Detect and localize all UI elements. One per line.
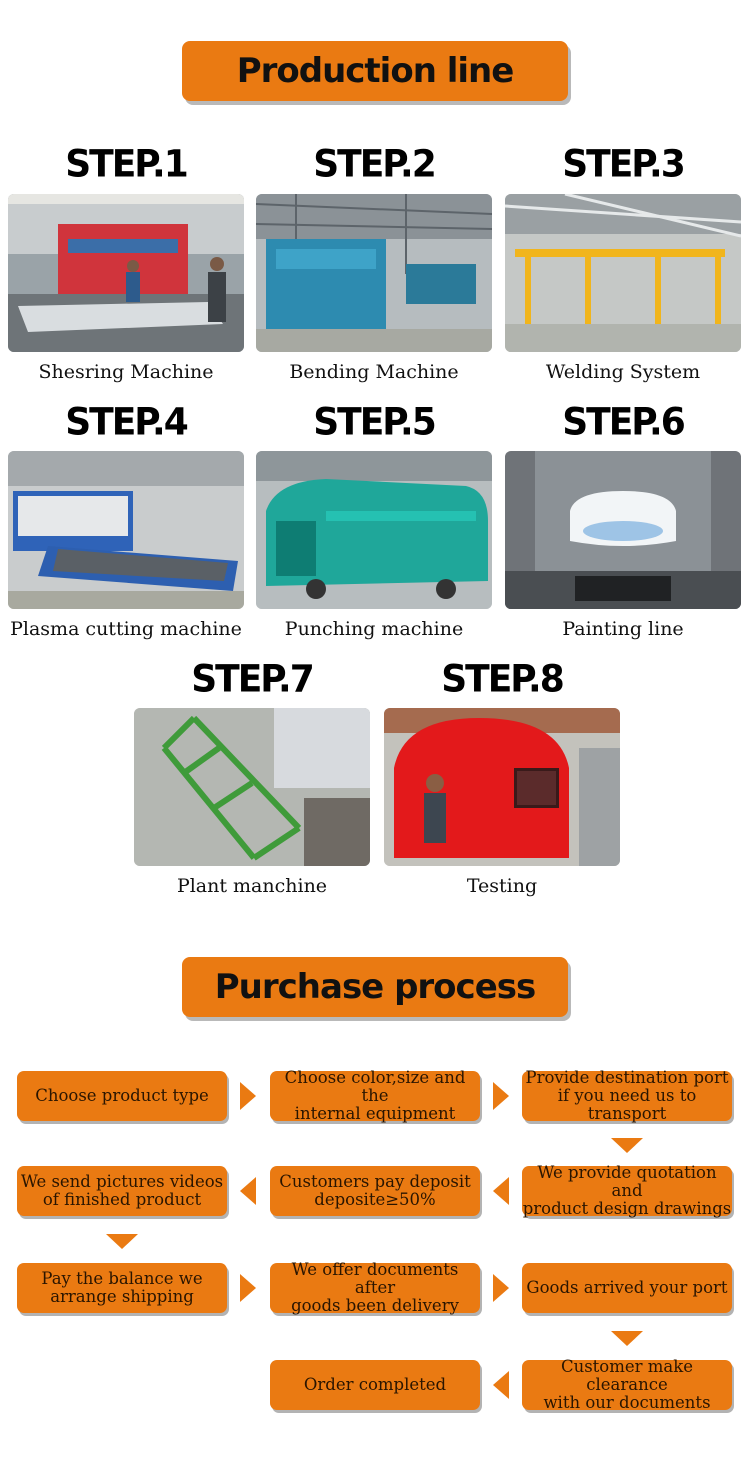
step-2-caption: Bending Machine bbox=[289, 361, 459, 383]
arrow-right-icon bbox=[240, 1082, 256, 1110]
step-5-photo bbox=[256, 451, 492, 609]
production-line-banner: Production line bbox=[182, 41, 568, 101]
step-7-title: STEP.7 bbox=[191, 657, 315, 702]
arrow-down-icon bbox=[611, 1138, 643, 1153]
arrow-left-icon bbox=[493, 1177, 509, 1205]
step-5-title: STEP.5 bbox=[313, 400, 437, 445]
arrow-down-icon bbox=[611, 1331, 643, 1346]
step-3-caption: Welding System bbox=[545, 361, 701, 383]
step-3-photo bbox=[505, 194, 741, 352]
arrow-right-icon bbox=[493, 1274, 509, 1302]
step-4-photo bbox=[8, 451, 244, 609]
step-2-photo bbox=[256, 194, 492, 352]
arrow-left-icon bbox=[240, 1177, 256, 1205]
step-7-photo bbox=[134, 708, 370, 866]
arrow-left-icon bbox=[493, 1371, 509, 1399]
step-6-photo bbox=[505, 451, 741, 609]
arrow-right-icon bbox=[493, 1082, 509, 1110]
process-choose-product-type: Choose product type bbox=[17, 1071, 227, 1121]
purchase-process-banner: Purchase process bbox=[182, 957, 568, 1017]
step-5-caption: Punching machine bbox=[284, 618, 464, 640]
step-6-caption: Painting line bbox=[562, 618, 684, 640]
step-6-title: STEP.6 bbox=[562, 400, 686, 445]
step-1-photo bbox=[8, 194, 244, 352]
arrow-down-icon bbox=[106, 1234, 138, 1249]
step-2-title: STEP.2 bbox=[313, 142, 437, 187]
step-1-title: STEP.1 bbox=[65, 142, 189, 187]
purchase-process-title: Purchase process bbox=[214, 967, 536, 1007]
step-3-title: STEP.3 bbox=[562, 142, 686, 187]
step-7-caption: Plant manchine bbox=[176, 875, 328, 897]
step-8-photo bbox=[384, 708, 620, 866]
step-4-title: STEP.4 bbox=[65, 400, 189, 445]
process-order-completed: Order completed bbox=[270, 1360, 480, 1410]
step-1-caption: Shesring Machine bbox=[38, 361, 214, 383]
step-8-title: STEP.8 bbox=[441, 657, 565, 702]
step-8-caption: Testing bbox=[466, 875, 538, 897]
production-line-title: Production line bbox=[236, 51, 515, 91]
arrow-right-icon bbox=[240, 1274, 256, 1302]
process-goods-arrived: Goods arrived your port bbox=[522, 1263, 732, 1313]
step-4-caption: Plasma cutting machine bbox=[10, 618, 242, 640]
